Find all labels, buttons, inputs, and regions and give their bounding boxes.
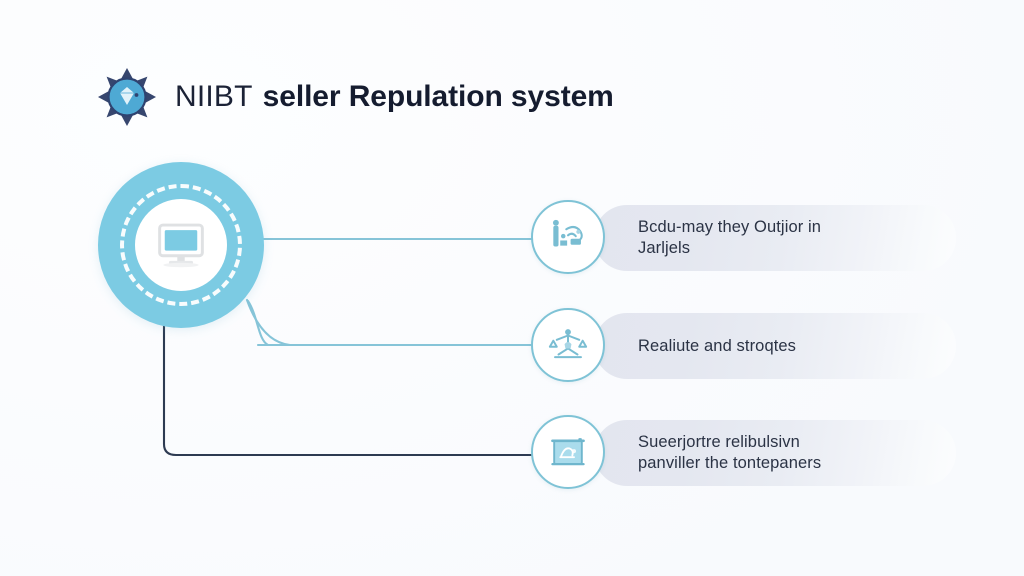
list-item-label: Realiute and stroqtes <box>638 336 797 355</box>
desktop-monitor-icon <box>155 222 207 269</box>
list-item-label: Bcdu-may they Outjior in Jarljels <box>638 218 822 257</box>
hub-core <box>135 199 227 291</box>
hub-node[interactable] <box>98 162 264 328</box>
person-with-device-icon[interactable] <box>531 199 605 274</box>
hub-dashed-ring <box>120 184 242 306</box>
list-item[interactable]: Bcdu-may they Outjior in Jarljels <box>531 199 956 274</box>
list-item[interactable]: Realiute and stroqtes <box>531 307 956 382</box>
connector-line-2 <box>246 299 522 347</box>
page-title-light: NIIBT <box>175 80 253 113</box>
list-item[interactable]: Sueerjortre relibulsivn panviller the to… <box>531 414 956 489</box>
gem-badge-starburst-icon <box>96 66 158 128</box>
page-title: NIIBT seller Repulation system <box>175 80 614 114</box>
row-pill-background <box>594 205 956 271</box>
page-header: NIIBT seller Repulation system <box>96 66 614 128</box>
connector-line-2-curve <box>245 298 535 347</box>
row-pill-background <box>594 420 956 486</box>
container-box-icon[interactable] <box>531 414 605 489</box>
balance-scales-figure-icon[interactable] <box>531 307 605 382</box>
row-pill-background <box>594 313 956 379</box>
list-item-label: Sueerjortre relibulsivn panviller the to… <box>638 433 822 472</box>
page-title-bold: seller Repulation system <box>262 80 614 113</box>
connector-line-3 <box>162 320 535 457</box>
